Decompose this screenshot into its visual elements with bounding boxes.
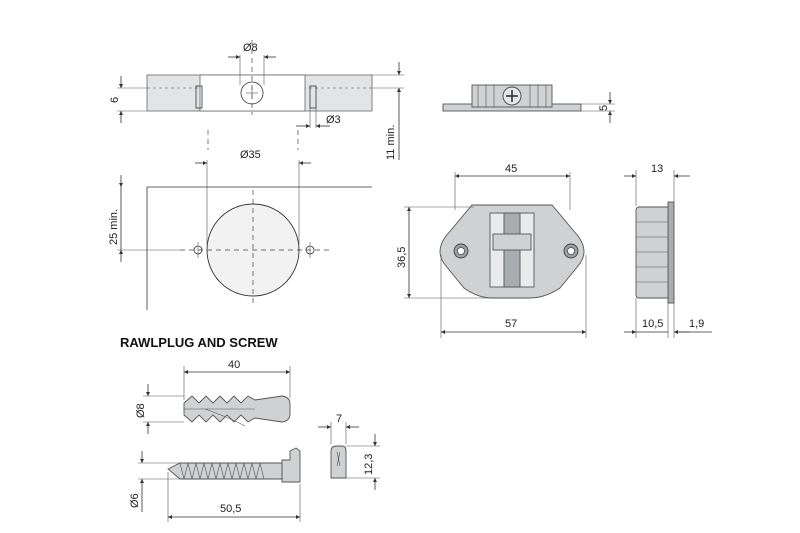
label-screw-diameter-6: Ø6 xyxy=(129,493,141,508)
label-width-45: 45 xyxy=(505,163,517,175)
dim-hole-diameter-8: Ø8 xyxy=(228,42,276,85)
label-cap-height-12-3: 12,3 xyxy=(363,454,375,475)
label-edge-25-min: 25 min. xyxy=(108,209,120,245)
dim-plug-length-40: 40 xyxy=(183,359,291,400)
label-height-36-5: 36,5 xyxy=(396,247,408,268)
dim-length-57: 57 xyxy=(440,255,587,338)
dim-bore-diameter-35: Ø35 xyxy=(195,149,311,245)
label-thickness-6: 6 xyxy=(109,97,121,103)
dim-width-45: 45 xyxy=(454,163,571,210)
label-hole-diameter-8: Ø8 xyxy=(243,42,258,54)
dim-width-13: 13 xyxy=(624,163,690,206)
dim-pin-diameter-3: Ø3 xyxy=(296,108,341,128)
dim-edge-25-min: 25 min. xyxy=(108,175,180,262)
label-width-13: 13 xyxy=(651,163,663,175)
connector-front-view xyxy=(439,204,585,299)
dim-height-36-5: 36,5 xyxy=(396,206,492,299)
label-plug-length-40: 40 xyxy=(228,359,240,371)
label-depth-10-5: 10,5 xyxy=(642,318,663,330)
screw-cap-drawing xyxy=(330,445,347,479)
dim-screw-length-50-5: 50,5 xyxy=(167,472,301,522)
label-lip-1-9: 1,9 xyxy=(689,318,704,330)
dim-screw-diameter-6: Ø6 xyxy=(129,451,180,512)
connector-side-view xyxy=(442,84,582,112)
dim-height-5: 5 xyxy=(581,92,615,123)
connector-edge-view xyxy=(635,201,675,304)
label-depth-11-min: 11 min. xyxy=(385,125,397,160)
label-cap-width-7: 7 xyxy=(336,413,342,425)
dim-thickness-6: 6 xyxy=(109,76,147,123)
label-pin-diameter-3: Ø3 xyxy=(326,114,341,126)
rawlplug-heading: RAWLPLUG AND SCREW xyxy=(120,335,278,350)
dim-depth-11-min: 11 min. xyxy=(372,62,404,160)
label-bore-diameter-35: Ø35 xyxy=(240,149,261,161)
panel-plan-view xyxy=(146,186,372,310)
dim-cap-width-7: 7 xyxy=(318,413,359,444)
screw-drawing xyxy=(167,447,301,483)
dim-cap-height-12-3: 12,3 xyxy=(346,434,380,490)
dim-plug-diameter-8: Ø8 xyxy=(135,384,184,434)
label-height-5: 5 xyxy=(598,105,610,111)
label-plug-diameter-8: Ø8 xyxy=(135,403,147,418)
panel-section-view xyxy=(146,40,373,150)
rawlplug-drawing xyxy=(183,395,291,427)
dim-depth-10-5-and-lip-1-9: 10,5 1,9 xyxy=(624,298,712,338)
label-screw-length-50-5: 50,5 xyxy=(220,503,241,515)
label-length-57: 57 xyxy=(505,318,517,330)
